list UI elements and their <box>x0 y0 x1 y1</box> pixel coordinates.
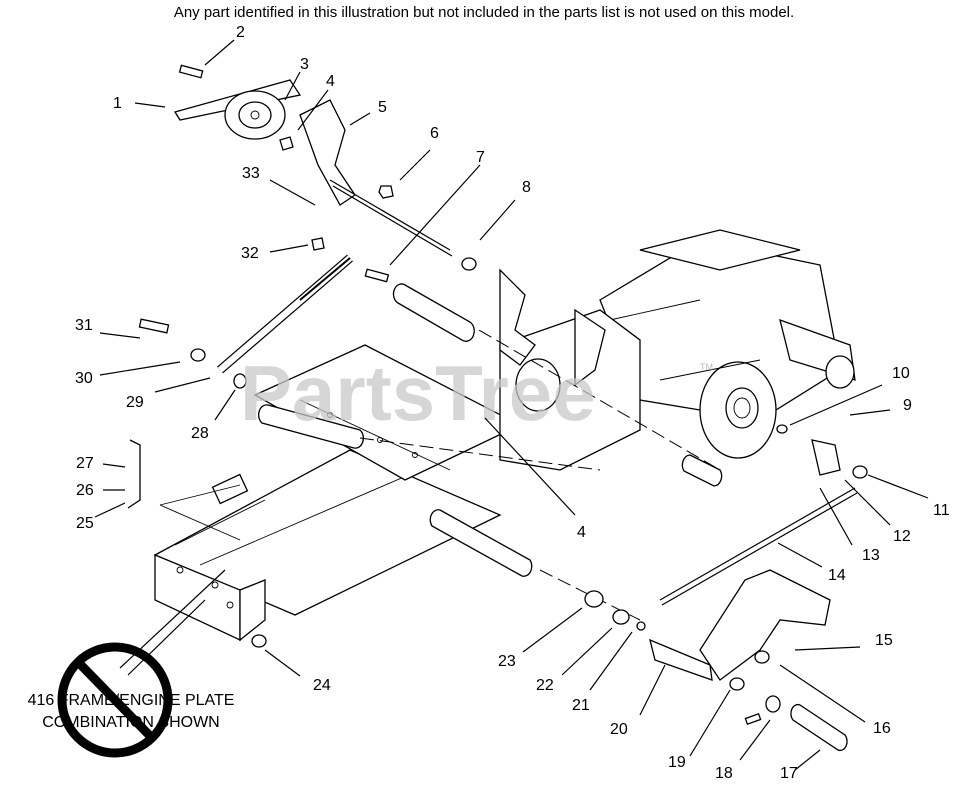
caption-line-1: 416 FRAME/ENGINE PLATE <box>27 692 235 709</box>
callout-6: 6 <box>430 125 439 142</box>
callout-14: 14 <box>828 567 846 584</box>
watermark: PartsTree <box>240 349 596 437</box>
callout-labels: 1 2 3 4 5 6 7 8 9 10 11 12 13 14 15 16 1… <box>75 24 950 782</box>
callout-15: 15 <box>875 632 893 649</box>
frame-combination-caption: 416 FRAME/ENGINE PLATE COMBINATION SHOWN <box>6 690 256 734</box>
callout-5: 5 <box>378 99 387 116</box>
callout-32: 32 <box>241 245 259 262</box>
callout-16: 16 <box>873 720 891 737</box>
callout-7: 7 <box>476 149 485 166</box>
frame-plate <box>153 449 502 642</box>
callout-30: 30 <box>75 370 93 387</box>
engine-plate-bracket <box>499 268 641 471</box>
callout-33: 33 <box>242 165 260 182</box>
callout-4-bottom: 4 <box>577 524 586 541</box>
control-linkage <box>127 439 858 681</box>
callout-4-top: 4 <box>326 73 335 90</box>
header-note: Any part identified in this illustration… <box>173 4 795 21</box>
callout-13: 13 <box>862 547 880 564</box>
callout-23: 23 <box>498 653 516 670</box>
caption-line-2: COMBINATION SHOWN <box>42 714 220 731</box>
prohibition-icon <box>57 569 226 758</box>
callout-22: 22 <box>536 677 554 694</box>
callout-29: 29 <box>126 394 144 411</box>
callout-18: 18 <box>715 765 733 782</box>
watermark-tm: TM <box>700 362 713 372</box>
callout-21: 21 <box>572 697 590 714</box>
callout-8: 8 <box>522 179 531 196</box>
callout-27: 27 <box>76 455 94 472</box>
callout-12: 12 <box>893 528 911 545</box>
callout-31: 31 <box>75 317 93 334</box>
callout-9: 9 <box>903 397 912 414</box>
leader-lines <box>94 39 929 771</box>
callout-10: 10 <box>892 365 910 382</box>
callout-28: 28 <box>191 425 209 442</box>
callout-25: 25 <box>76 515 94 532</box>
callout-3: 3 <box>300 56 309 73</box>
callout-20: 20 <box>610 721 628 738</box>
callout-24: 24 <box>313 677 331 694</box>
hardware <box>138 185 868 752</box>
gas-spring <box>217 254 353 374</box>
callout-17: 17 <box>780 765 798 782</box>
callout-2: 2 <box>236 24 245 41</box>
callout-1: 1 <box>113 95 122 112</box>
callout-11: 11 <box>933 502 950 519</box>
pulley-assembly <box>173 64 453 257</box>
callout-19: 19 <box>668 754 686 771</box>
transmission-housing <box>599 229 856 459</box>
callout-26: 26 <box>76 482 94 499</box>
